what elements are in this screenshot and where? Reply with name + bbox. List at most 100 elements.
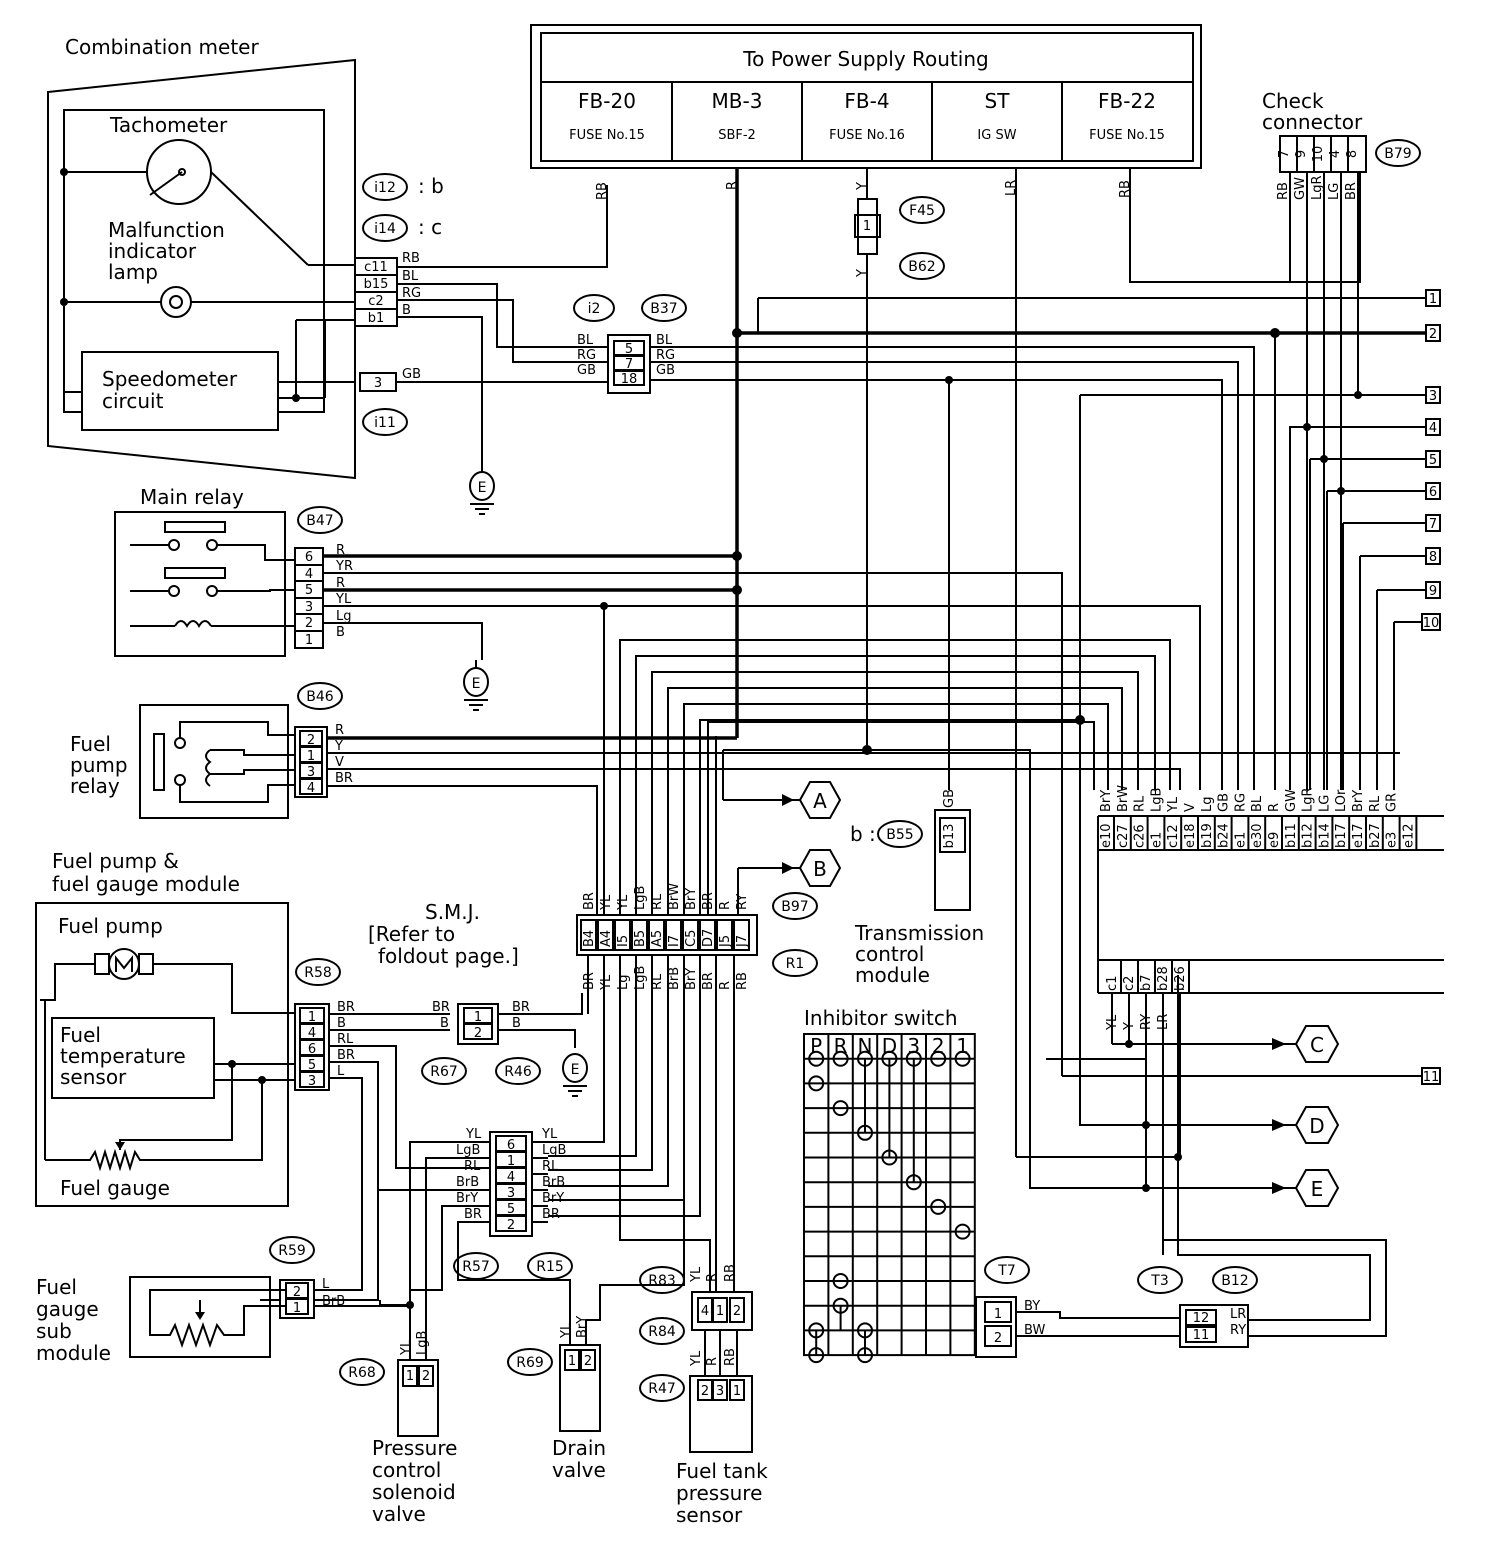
fuel-tank-pressure-sensor: R83 R84 R47 YL R RB 4 1 2 YL R RB 2 3 1 … [639, 1264, 768, 1527]
svg-text:b13: b13 [942, 824, 957, 849]
fuse-fb20-sub: FUSE No.15 [569, 128, 645, 143]
svg-text:BrB: BrB [542, 1175, 565, 1190]
ref-9: 9 [1429, 584, 1437, 599]
svg-text:18: 18 [621, 372, 638, 387]
svg-text:YL: YL [541, 1127, 558, 1142]
svg-text:LR: LR [1230, 1307, 1246, 1322]
ecm-wire-color: R [1267, 803, 1282, 812]
svg-text:2: 2 [507, 1218, 515, 1233]
conn-r15: R15 [536, 1259, 564, 1275]
tachometer-label: Tachometer [109, 113, 228, 137]
svg-text:c11: c11 [364, 260, 388, 275]
svg-text:1: 1 [733, 1384, 741, 1399]
main-relay-label: Main relay [140, 485, 244, 509]
svg-text:10: 10 [1311, 146, 1326, 163]
svg-text:1: 1 [474, 1010, 482, 1025]
ecm-wire-color: GB [1217, 793, 1232, 812]
svg-text:1: 1 [406, 1369, 414, 1384]
svg-text:R: R [705, 1273, 720, 1282]
svg-text:BrY: BrY [456, 1191, 478, 1206]
conn-b55: B55 [886, 827, 913, 843]
pressure-control-solenoid-valve: R68 YL LgB 1 2 Pressure control solenoid… [339, 1331, 457, 1526]
terminal-b: B [813, 857, 827, 881]
svg-text:2: 2 [701, 1384, 709, 1399]
conn-r47: R47 [648, 1381, 676, 1397]
svg-text:BR: BR [542, 1207, 560, 1222]
svg-text:YL: YL [399, 1339, 414, 1356]
conn-r59: R59 [278, 1243, 306, 1259]
svg-text:YL: YL [559, 1322, 574, 1339]
svg-text:1: 1 [308, 1010, 316, 1025]
svg-text:1: 1 [568, 1354, 576, 1369]
svg-text:2: 2 [733, 1304, 741, 1319]
drain-label-1: Drain [552, 1436, 606, 1460]
transmission-control-module: GB b13 b : B55 Transmission control modu… [850, 789, 984, 987]
switch-contact [930, 1198, 947, 1215]
svg-text:BW: BW [1024, 1323, 1045, 1338]
ecm-wire-color: Lg [1200, 797, 1215, 813]
i12-map: : b [418, 174, 444, 198]
svg-text:RB: RB [723, 1348, 738, 1366]
svg-text:4: 4 [1328, 150, 1343, 158]
svg-text:BY: BY [1024, 1299, 1040, 1314]
svg-text:L: L [322, 1277, 330, 1292]
ecm-pin: b17 [1334, 823, 1349, 848]
conn-b79: B79 [1384, 146, 1411, 162]
ecm-pin: b24 [1217, 823, 1232, 848]
smj-label-2: [Refer to [368, 922, 455, 946]
ecm-wire-color: BrW [1116, 785, 1131, 812]
combination-meter: Combination meter Tachometer Malfunction… [47, 35, 356, 480]
conn-b37: B37 [650, 301, 677, 317]
mil-label-1: Malfunction [108, 218, 225, 242]
tcm-pin: c1 [1105, 976, 1120, 991]
fpm-label-1: Fuel pump & [52, 849, 179, 873]
switch-contact [832, 1050, 849, 1067]
svg-text:B: B [402, 303, 411, 318]
ecm-pin: b11 [1284, 823, 1299, 848]
svg-text:7: 7 [1277, 150, 1292, 158]
smj-wire-color-top: RL [650, 893, 665, 910]
fgsm-label-4: module [36, 1341, 111, 1365]
svg-text:BR: BR [432, 1000, 450, 1015]
right-references: 1 2 3 4 5 6 7 8 9 10 11 [1062, 289, 1441, 1126]
fuse-fb20: FB-20 [578, 89, 636, 113]
mil-lamp-icon [160, 286, 192, 318]
smj-wire-color-bottom: Lg [616, 975, 631, 991]
svg-text:2: 2 [305, 616, 313, 631]
ecm-pin: e30 [1250, 823, 1265, 848]
ecm-wire-color: LgR [1301, 787, 1316, 812]
svg-text:11: 11 [1193, 1328, 1210, 1343]
svg-text:B: B [512, 1016, 521, 1031]
fb4-branch: Y 1 Y F45 B62 [723, 168, 1290, 1189]
svg-text:RL: RL [464, 1159, 481, 1174]
ecm-pin: e3 [1385, 832, 1400, 848]
fuel-pump-relay: Fuel pump relay B46 2 1 3 4 R Y V BR [70, 682, 1400, 915]
svg-text:YL: YL [689, 1350, 704, 1367]
svg-text:BrB: BrB [456, 1175, 479, 1190]
svg-text:6: 6 [305, 550, 313, 565]
smj-wire-color-bottom: BR [582, 972, 597, 990]
svg-text:BL: BL [656, 333, 673, 348]
svg-text:12: 12 [1193, 1311, 1210, 1326]
svg-text:RY: RY [1230, 1323, 1246, 1338]
tcm-label-1: Transmission [854, 921, 984, 945]
conn-r83: R83 [648, 1273, 676, 1289]
svg-text:1: 1 [507, 1154, 515, 1169]
fuel-gauge-label: Fuel gauge [60, 1176, 170, 1200]
svg-text:GW: GW [1293, 177, 1308, 200]
svg-text:V: V [335, 755, 344, 770]
svg-text:5: 5 [625, 342, 633, 357]
svg-text:BR: BR [337, 1000, 355, 1015]
svg-text:3: 3 [716, 1384, 724, 1399]
svg-text:LG: LG [1327, 183, 1342, 200]
ecm-wire-color: RG [1233, 793, 1248, 812]
smj-label-3: foldout page.] [378, 944, 519, 968]
smj-label-1: S.M.J. [425, 900, 480, 924]
svg-text:3: 3 [305, 600, 313, 615]
svg-text:RL: RL [337, 1032, 354, 1047]
svg-text:5: 5 [308, 1058, 316, 1073]
